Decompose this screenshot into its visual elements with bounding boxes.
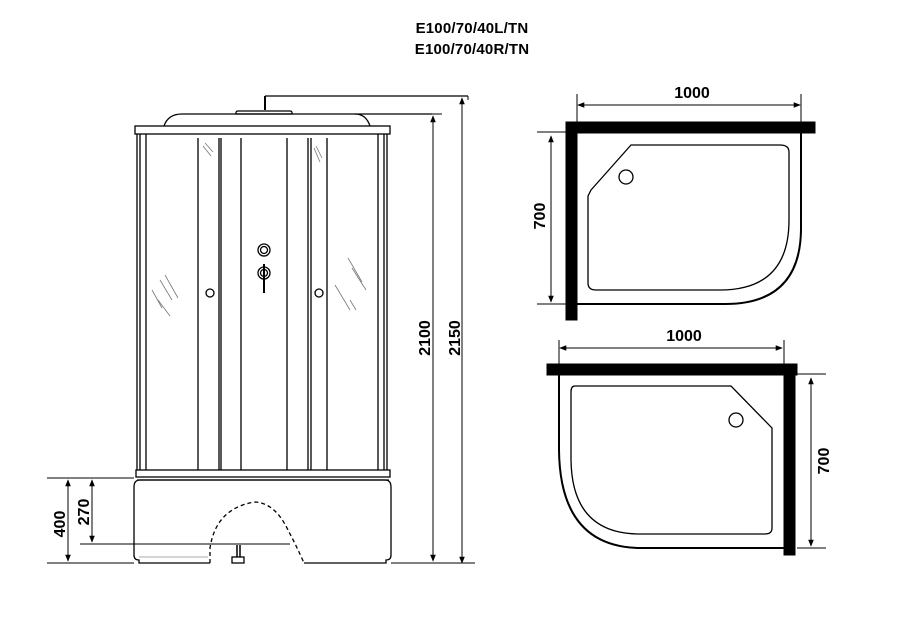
tray-height-label: 400 [52, 511, 69, 538]
plan-view-left [537, 94, 816, 321]
plan-view-right [546, 340, 826, 556]
plan-right-depth-label: 700 [816, 448, 833, 475]
front-dimension-lines [47, 96, 475, 564]
model-label-right: E100/70/40R/TN [414, 41, 530, 58]
plan-left-depth-label: 700 [532, 203, 549, 230]
plan-left-width-label: 1000 [674, 85, 710, 102]
cabin-front-view [133, 95, 468, 564]
plan-right-width-label: 1000 [666, 328, 702, 345]
tray-inner-height-label: 270 [76, 499, 93, 526]
model-label-left: E100/70/40L/TN [415, 20, 529, 37]
total-height-label: 2150 [447, 320, 464, 356]
cabin-height-label: 2100 [417, 320, 434, 356]
